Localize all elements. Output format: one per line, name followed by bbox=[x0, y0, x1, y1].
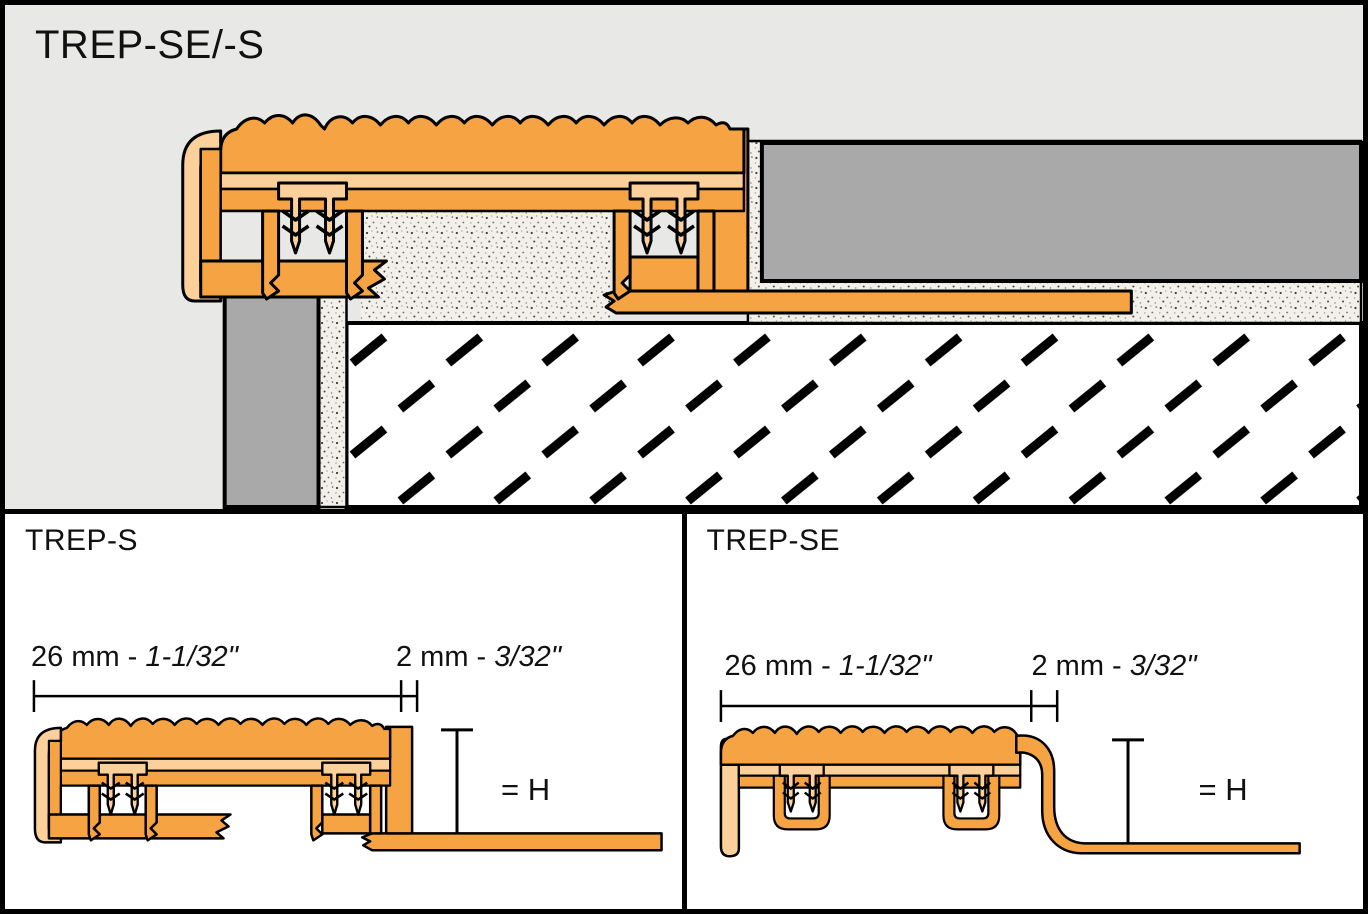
barbed-anchor-insert bbox=[628, 181, 700, 255]
trep-profile-body bbox=[181, 113, 1133, 315]
profile-base-leg bbox=[602, 289, 1133, 315]
anchor-leg bbox=[344, 209, 364, 301]
panel-trep-s: TREP-S 26 mm - 1-1/32" 2 mm - 3/32" = H bbox=[5, 514, 682, 909]
nose-insert-wrap bbox=[719, 737, 740, 858]
profile-hollow-chamber bbox=[219, 209, 264, 263]
tread-tile bbox=[759, 141, 1363, 283]
barbed-anchor-insert bbox=[97, 761, 148, 816]
dimension-imperial-part: 1-1/32" bbox=[145, 641, 238, 673]
dimension-metric-part: 26 mm - bbox=[31, 641, 146, 673]
dimension-metric-part: 2 mm - bbox=[1031, 650, 1130, 682]
anchor-leg bbox=[310, 784, 324, 842]
dimension-label-width: 26 mm - 1-1/32" bbox=[31, 641, 238, 674]
dimension-imperial-part: 3/32" bbox=[494, 641, 562, 673]
profile-wavy-tread-surface bbox=[53, 717, 392, 761]
overview-cross-section-drawing bbox=[5, 5, 1363, 509]
dimension-label-joint: 2 mm - 3/32" bbox=[1032, 650, 1197, 683]
dimension-imperial-part: 1-1/32" bbox=[838, 650, 932, 682]
panel-title: TREP-SE/-S bbox=[35, 23, 265, 67]
barbed-anchor-insert bbox=[321, 761, 372, 816]
panel-trep-se: TREP-SE 26 mm - 1-1/32" 2 mm - 3/32" = H bbox=[686, 514, 1363, 909]
mortar-riser bbox=[317, 291, 348, 509]
dimension-metric-part: 26 mm - bbox=[724, 650, 839, 682]
concrete-substrate bbox=[344, 321, 1363, 509]
riser-tile bbox=[222, 291, 321, 509]
dimension-lines bbox=[719, 690, 1058, 722]
profile-wavy-tread-surface bbox=[219, 113, 746, 175]
trep-s-profile-body bbox=[33, 717, 663, 852]
profile-bottom-member bbox=[47, 813, 232, 840]
anchor-leg-solid bbox=[696, 209, 716, 293]
barbed-anchor-insert bbox=[277, 181, 348, 255]
height-label: = H bbox=[1198, 772, 1248, 807]
profile-channel-floor bbox=[628, 255, 700, 293]
anchor-leg-solid bbox=[368, 784, 383, 835]
panel-title: TREP-S bbox=[25, 524, 139, 557]
trep-s-profile-drawing bbox=[32, 680, 663, 852]
trep-se-profile-drawing bbox=[719, 690, 1301, 858]
panel-title: TREP-SE bbox=[706, 524, 841, 557]
dimension-metric-part: 2 mm - bbox=[396, 641, 495, 673]
height-indicator bbox=[441, 728, 473, 849]
anchor-leg bbox=[612, 209, 632, 301]
dimension-label-joint: 2 mm - 3/32" bbox=[396, 641, 561, 674]
height-label: = H bbox=[501, 772, 551, 807]
anchor-leg bbox=[261, 209, 281, 301]
height-indicator bbox=[1111, 738, 1144, 851]
profile-channel-floor bbox=[321, 813, 372, 835]
barbed-anchor-insert bbox=[947, 763, 994, 813]
mortar-under-profile bbox=[360, 209, 611, 325]
dimension-lines bbox=[32, 680, 419, 712]
barbed-anchor-insert bbox=[778, 763, 825, 813]
dimension-label-width: 26 mm - 1-1/32" bbox=[725, 650, 932, 683]
profile-base-leg bbox=[360, 832, 663, 852]
anchor-leg bbox=[87, 784, 102, 842]
profile-bottom-member bbox=[199, 259, 388, 299]
profile-wavy-tread-surface bbox=[719, 725, 1022, 766]
profile-hook-and-base-leg bbox=[1014, 734, 1301, 855]
profile-hollow-chamber bbox=[59, 784, 90, 816]
dimension-imperial-part: 3/32" bbox=[1129, 650, 1197, 682]
panel-overview: TREP-SE/-S bbox=[5, 5, 1363, 509]
anchor-leg bbox=[144, 784, 158, 842]
profile-support-plate bbox=[737, 774, 1021, 789]
